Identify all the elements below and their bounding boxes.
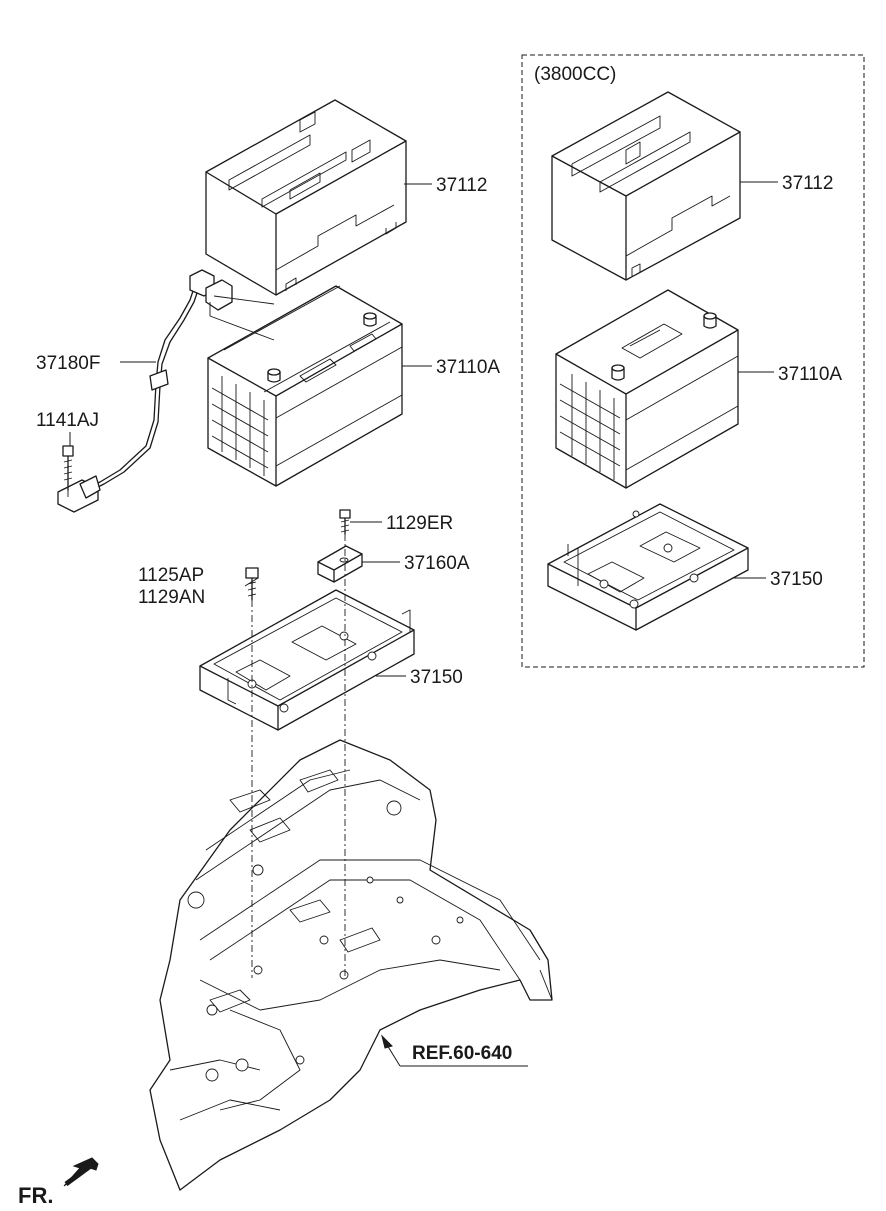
reference-label: REF.60-640 — [412, 1043, 512, 1064]
battery-cover-3800 — [551, 91, 741, 281]
battery-clamp — [317, 545, 363, 583]
label-tray-main: 37150 — [410, 667, 463, 688]
body-floor-panel — [149, 739, 553, 1191]
direction-label: FR. — [18, 1183, 53, 1208]
leader-lines — [69, 181, 778, 1067]
arrow-icon — [381, 1034, 393, 1049]
label-tray-3800: 37150 — [770, 569, 823, 590]
battery-tray-3800 — [547, 503, 749, 631]
assembly-lines — [67, 490, 346, 978]
bolt-1129er — [339, 509, 351, 535]
battery-cover-main — [205, 99, 407, 296]
variant-3800cc-box — [521, 54, 865, 668]
label-bolt-top: 1129ER — [386, 513, 453, 534]
battery-tray-main — [199, 589, 415, 731]
variant-label: (3800CC) — [534, 64, 616, 85]
label-bolt-side-2: 1129AN — [138, 587, 205, 608]
label-cover-main: 37112 — [436, 175, 487, 196]
label-cable-bolt: 1141AJ — [36, 410, 99, 431]
label-cover-3800: 37112 — [782, 173, 833, 194]
label-battery-main: 37110A — [436, 357, 500, 378]
label-clamp: 37160A — [404, 553, 470, 574]
label-cable: 37180F — [36, 353, 100, 374]
bolt-1141aj — [62, 445, 74, 491]
battery-main — [207, 285, 403, 487]
label-battery-3800: 37110A — [778, 364, 842, 385]
battery-3800 — [555, 289, 739, 489]
label-bolt-side-1: 1125AP — [138, 565, 204, 586]
front-direction-arrow-icon — [63, 1157, 99, 1187]
